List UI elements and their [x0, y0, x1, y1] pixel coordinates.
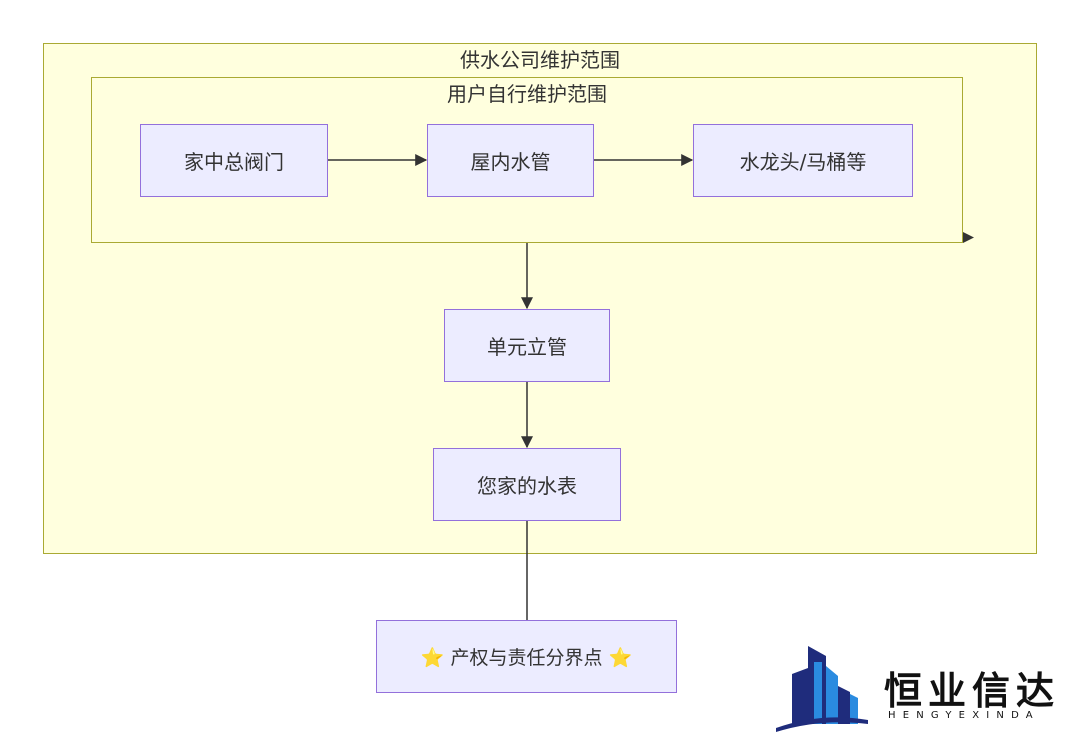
company-logo-icon — [776, 646, 868, 732]
node-water-meter: 您家的水表 — [433, 448, 621, 521]
company-logo-name: 恒业信达 — [884, 669, 1061, 713]
node-main-valve: 家中总阀门 — [140, 124, 328, 197]
inner-cluster-title: 用户自行维护范围 — [447, 82, 607, 106]
node-faucet-toilet: 水龙头/马桶等 — [693, 124, 913, 197]
outer-cluster-title: 供水公司维护范围 — [460, 48, 620, 72]
node-boundary-point: ⭐ 产权与责任分界点 ⭐ — [376, 620, 677, 693]
edge-cluster-exit-arrowhead — [963, 232, 974, 243]
node-indoor-pipe: 屋内水管 — [427, 124, 594, 197]
node-unit-riser: 单元立管 — [444, 309, 610, 382]
company-logo-subtitle: HENGYEXINDA — [888, 710, 1040, 721]
